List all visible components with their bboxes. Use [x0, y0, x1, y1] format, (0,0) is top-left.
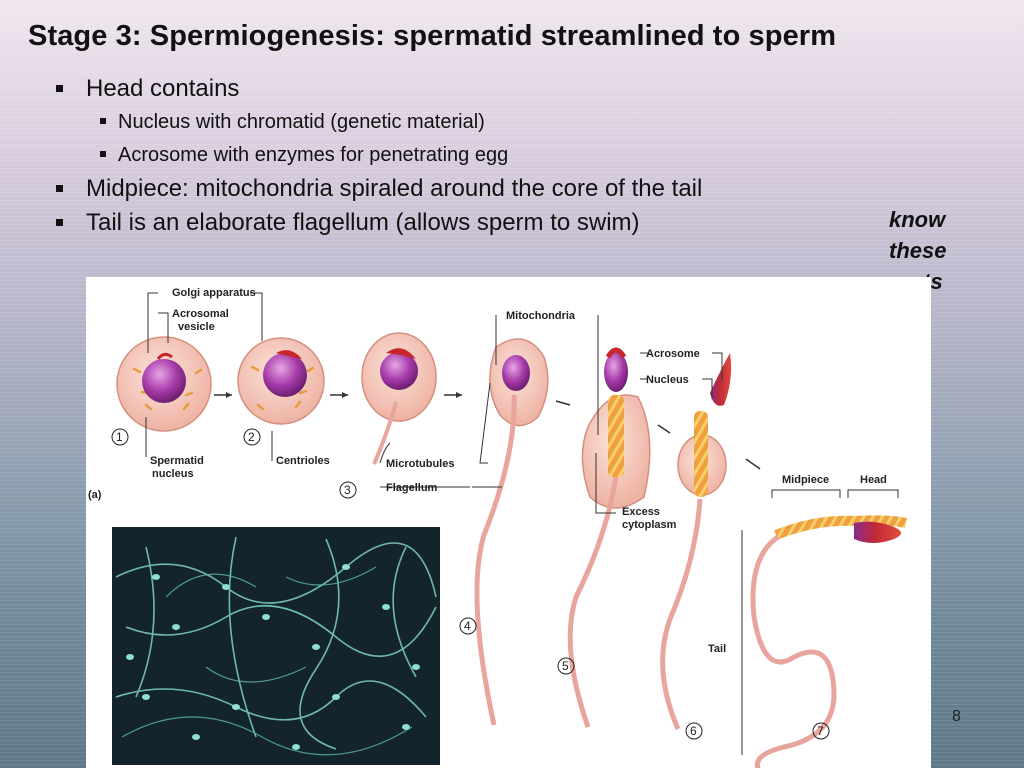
step-5: 5: [562, 659, 569, 673]
label-spermatid-nucleus: Spermatid: [150, 455, 204, 467]
spermatid-cell-6: [660, 353, 732, 730]
label-acrosomal-vesicle: Acrosomal: [172, 308, 229, 320]
spermatid-cell-5: [567, 347, 651, 728]
step-4: 4: [464, 619, 471, 633]
spermatid-cell-4: [474, 338, 549, 726]
step-6: 6: [690, 724, 697, 738]
label-spermatid-nucleus-line2: nucleus: [152, 468, 194, 480]
bullet-text: Tail is an elaborate flagellum (allows s…: [86, 209, 640, 236]
page-number: 8: [952, 708, 961, 725]
label-mitochondria: Mitochondria: [506, 310, 576, 322]
label-centrioles: Centrioles: [276, 455, 330, 467]
label-midpiece: Midpiece: [782, 474, 829, 486]
bullet-list: Head contains Nucleus with chromatid (ge…: [52, 72, 702, 240]
label-panel-a: (a): [88, 489, 102, 501]
step-markers: 1 2 3 4 5 6 7: [111, 428, 830, 740]
label-head: Head: [860, 474, 887, 486]
midpiece-head-brackets: [771, 489, 899, 498]
label-nucleus: Nucleus: [646, 374, 689, 386]
label-golgi-apparatus: Golgi apparatus: [172, 287, 256, 299]
sub-bullet-group: Nucleus with chromatid (genetic material…: [52, 106, 702, 172]
bullet-text: Head contains: [86, 75, 240, 102]
sperm-micrograph: [112, 527, 440, 765]
label-tail: Tail: [708, 643, 726, 655]
bullet-item: Tail is an elaborate flagellum (allows s…: [52, 206, 702, 240]
label-acrosome: Acrosome: [646, 348, 700, 360]
sub-bullet-item: Acrosome with enzymes for penetrating eg…: [98, 139, 702, 172]
mature-sperm: [750, 515, 907, 768]
step-1: 1: [116, 430, 123, 444]
label-microtubules: Microtubules: [386, 458, 454, 470]
spermatid-cell-1: [116, 336, 212, 432]
bullet-text: Midpiece: mitochondria spiraled around t…: [86, 175, 703, 202]
spermatid-cell-3: [361, 332, 437, 465]
spermatid-cell-2: [237, 337, 325, 425]
label-excess-cytoplasm-line2: cytoplasm: [622, 519, 677, 531]
label-acrosomal-vesicle-line2: vesicle: [178, 321, 215, 333]
label-excess-cytoplasm: Excess: [622, 506, 660, 518]
bullet-item: Head contains: [52, 72, 702, 106]
spermiogenesis-figure: Golgi apparatus Acrosomal vesicle Sperma…: [86, 277, 931, 768]
label-flagellum: Flagellum: [386, 482, 438, 494]
step-3: 3: [344, 483, 351, 497]
note-line: know: [889, 207, 946, 232]
sub-bullet-list: Nucleus with chromatid (genetic material…: [52, 106, 702, 172]
figure-illustration: Golgi apparatus Acrosomal vesicle Sperma…: [88, 287, 907, 768]
bullet-item: Midpiece: mitochondria spiraled around t…: [52, 172, 702, 206]
step-7: 7: [817, 724, 824, 738]
slide-title: Stage 3: Spermiogenesis: spermatid strea…: [28, 20, 837, 52]
note-line: these: [889, 238, 947, 263]
step-2: 2: [248, 430, 255, 444]
sub-bullet-item: Nucleus with chromatid (genetic material…: [98, 106, 702, 139]
